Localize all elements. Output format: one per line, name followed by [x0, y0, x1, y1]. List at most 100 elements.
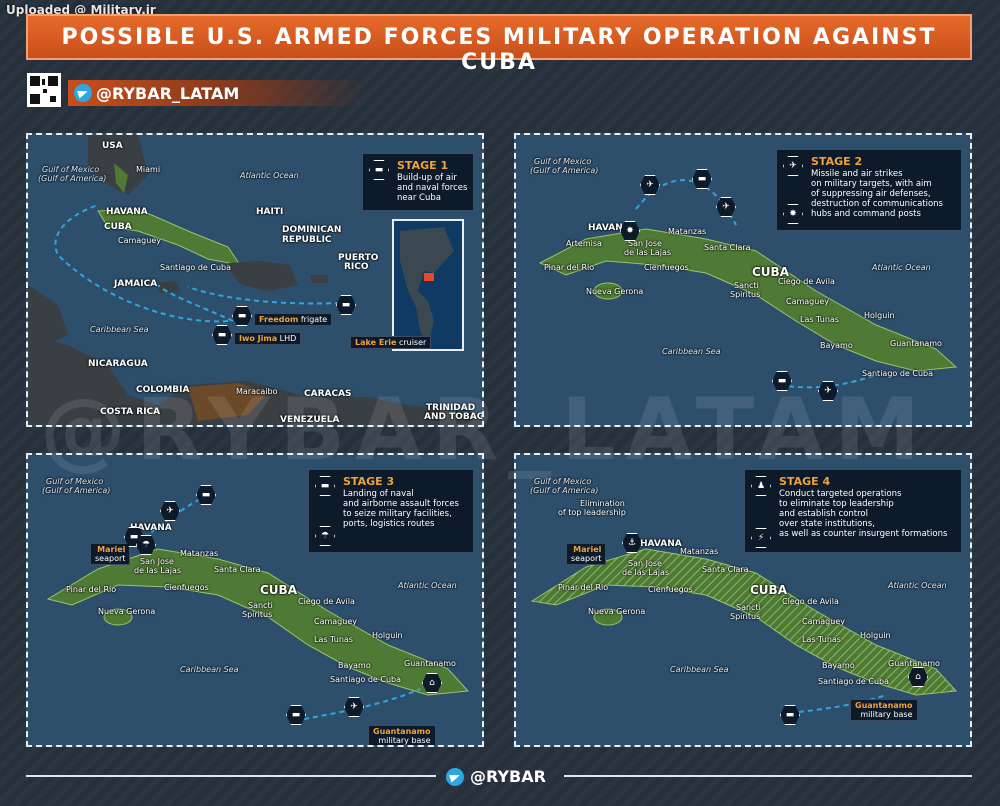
label-gulf-of-america: (Gulf of America): [530, 166, 599, 175]
stage-3-line-3: to seize military facilities,: [343, 509, 452, 519]
label-gbase: Guantanamo: [373, 727, 431, 736]
stage-4-title: STAGE 4: [779, 475, 831, 488]
land-usa: [88, 135, 148, 195]
strike-icon: ✸: [620, 221, 640, 241]
map-cuba-stage-3: [46, 494, 470, 720]
label-spiritus: Spiritus: [242, 610, 273, 619]
label-santa-clara: Santa Clara: [702, 565, 749, 574]
land-south-america: [28, 335, 482, 425]
stage-3-line-2: and airborne assault forces: [343, 499, 459, 509]
map-cuba-stage-4: [530, 548, 958, 714]
soldier-icon: ♟: [751, 476, 771, 496]
label-top-leadership: of top leadership: [558, 508, 626, 517]
channel-handle-banner[interactable]: @RYBAR_LATAM: [68, 80, 368, 106]
jet-icon: ✈: [344, 697, 364, 717]
label-nueva-gerona: Nueva Gerona: [586, 287, 644, 296]
label-sancti: Sancti: [736, 603, 761, 612]
label-trinidad: TRINIDAD: [426, 403, 476, 413]
ship-icon: ▬: [212, 325, 232, 345]
label-las-tunas: Las Tunas: [800, 315, 839, 324]
ship-iwo-type: LHD: [279, 334, 297, 343]
label-santiago: Santiago de Cuba: [862, 369, 934, 378]
label-santa-clara: Santa Clara: [704, 243, 751, 252]
land-cuba: [538, 228, 958, 372]
stage-4-line-2: to eliminate top leadership: [779, 499, 894, 509]
stage-4-line-5: as well as counter insurgent formations: [779, 529, 948, 539]
stage-1-line-1: Build-up of air: [397, 173, 457, 183]
callout-freedom: Freedom frigate: [254, 313, 333, 326]
stage-2-line-5: hubs and command posts: [811, 209, 921, 219]
label-cienfuegos: Cienfuegos: [644, 263, 689, 272]
label-pinar-del-rio: Pinar del Rio: [66, 585, 117, 594]
label-gulf-of-america: (Gulf of America): [530, 486, 599, 495]
label-matanzas: Matanzas: [180, 549, 219, 558]
label-venezuela: VENEZUELA: [280, 415, 340, 425]
label-pinar-del-rio: Pinar del Rio: [558, 583, 609, 592]
label-haiti: HAITI: [256, 207, 284, 217]
label-caribbean: Caribbean Sea: [90, 325, 149, 334]
title-banner: POSSIBLE U.S. ARMED FORCES MILITARY OPER…: [26, 14, 972, 75]
jet-icon: ✈: [818, 381, 838, 401]
stage-1-title: STAGE 1: [397, 159, 449, 172]
label-tobago: AND TOBAGO: [424, 412, 484, 422]
label-pinar-del-rio: Pinar del Rio: [544, 263, 595, 272]
anchor-icon: ⚓: [622, 533, 642, 553]
label-las-tunas: Las Tunas: [314, 635, 353, 644]
ship-iwo-name: Iwo Jima: [239, 334, 278, 343]
label-caribbean: Caribbean Sea: [180, 665, 239, 674]
footer-divider-right: [564, 775, 972, 777]
label-san-jose: San Jose: [628, 239, 662, 248]
stage-3-line-1: Landing of naval: [343, 489, 414, 499]
label-spiritus: Spiritus: [730, 290, 761, 299]
label-jamaica: JAMAICA: [114, 279, 158, 289]
jet-icon: ✈: [716, 197, 736, 217]
land-jamaica: [156, 281, 180, 293]
qr-code-icon[interactable]: [27, 73, 61, 107]
upload-credit: Uploaded @ Military.ir: [6, 3, 156, 17]
label-havana: HAVANA: [130, 523, 172, 533]
ship-icon: ▬: [369, 160, 389, 180]
label-usa: USA: [102, 141, 123, 151]
callout-lake-erie: Lake Erie cruiser: [350, 336, 432, 349]
ship-icon: ▬: [232, 306, 252, 326]
inset-americas-map: [392, 219, 464, 351]
label-santiago: Santiago de Cuba: [818, 677, 890, 686]
page-title: POSSIBLE U.S. ARMED FORCES MILITARY OPER…: [61, 25, 937, 75]
label-guantanamo: Guantanamo: [404, 659, 456, 668]
ship-icon: ▬: [692, 169, 712, 189]
stage-1-line-2: and naval forces: [397, 183, 468, 193]
label-bayamo: Bayamo: [338, 661, 371, 670]
label-las-lajas: de las Lajas: [134, 566, 182, 575]
label-spiritus: Spiritus: [730, 612, 761, 621]
stage-2-line-3: of suppressing air defenses,: [811, 189, 931, 199]
map-panel-stage-1: Gulf of Mexico (Gulf of America) USA Mia…: [26, 133, 484, 427]
lightning-icon: ⚡: [751, 528, 771, 548]
map-regional-caribbean: [28, 135, 482, 425]
label-nueva-gerona: Nueva Gerona: [588, 607, 646, 616]
label-las-lajas: de las Lajas: [622, 568, 670, 577]
footer-handle[interactable]: @RYBAR: [470, 767, 546, 786]
ship-icon: ▬: [336, 295, 356, 315]
channel-handle: @RYBAR_LATAM: [96, 84, 240, 103]
telegram-icon[interactable]: [446, 768, 464, 786]
label-military-base: military base: [378, 736, 431, 745]
label-nueva-gerona: Nueva Gerona: [98, 607, 156, 616]
land-cuba: [97, 208, 242, 266]
jet-icon: ✈: [783, 156, 803, 176]
base-icon: ⌂: [908, 667, 928, 687]
label-seaport: seaport: [95, 554, 126, 563]
label-nicaragua: NICARAGUA: [88, 359, 148, 369]
label-atlantic: Atlantic Ocean: [872, 263, 931, 272]
map-panel-stage-3: Gulf of Mexico (Gulf of America) HAVANA …: [26, 453, 484, 747]
label-bayamo: Bayamo: [822, 661, 855, 670]
base-icon: ⌂: [422, 673, 442, 693]
ship-icon: ▬: [286, 705, 306, 725]
label-matanzas: Matanzas: [680, 547, 719, 556]
label-elimination: Elimination: [580, 499, 625, 508]
stage-4-box: ♟ ⚡ STAGE 4 Conduct targeted operations …: [744, 469, 962, 553]
label-costa-rica: COSTA RICA: [100, 407, 161, 417]
label-gulf-of-america: (Gulf of America): [38, 174, 107, 183]
ship-icon: ▬: [196, 485, 216, 505]
